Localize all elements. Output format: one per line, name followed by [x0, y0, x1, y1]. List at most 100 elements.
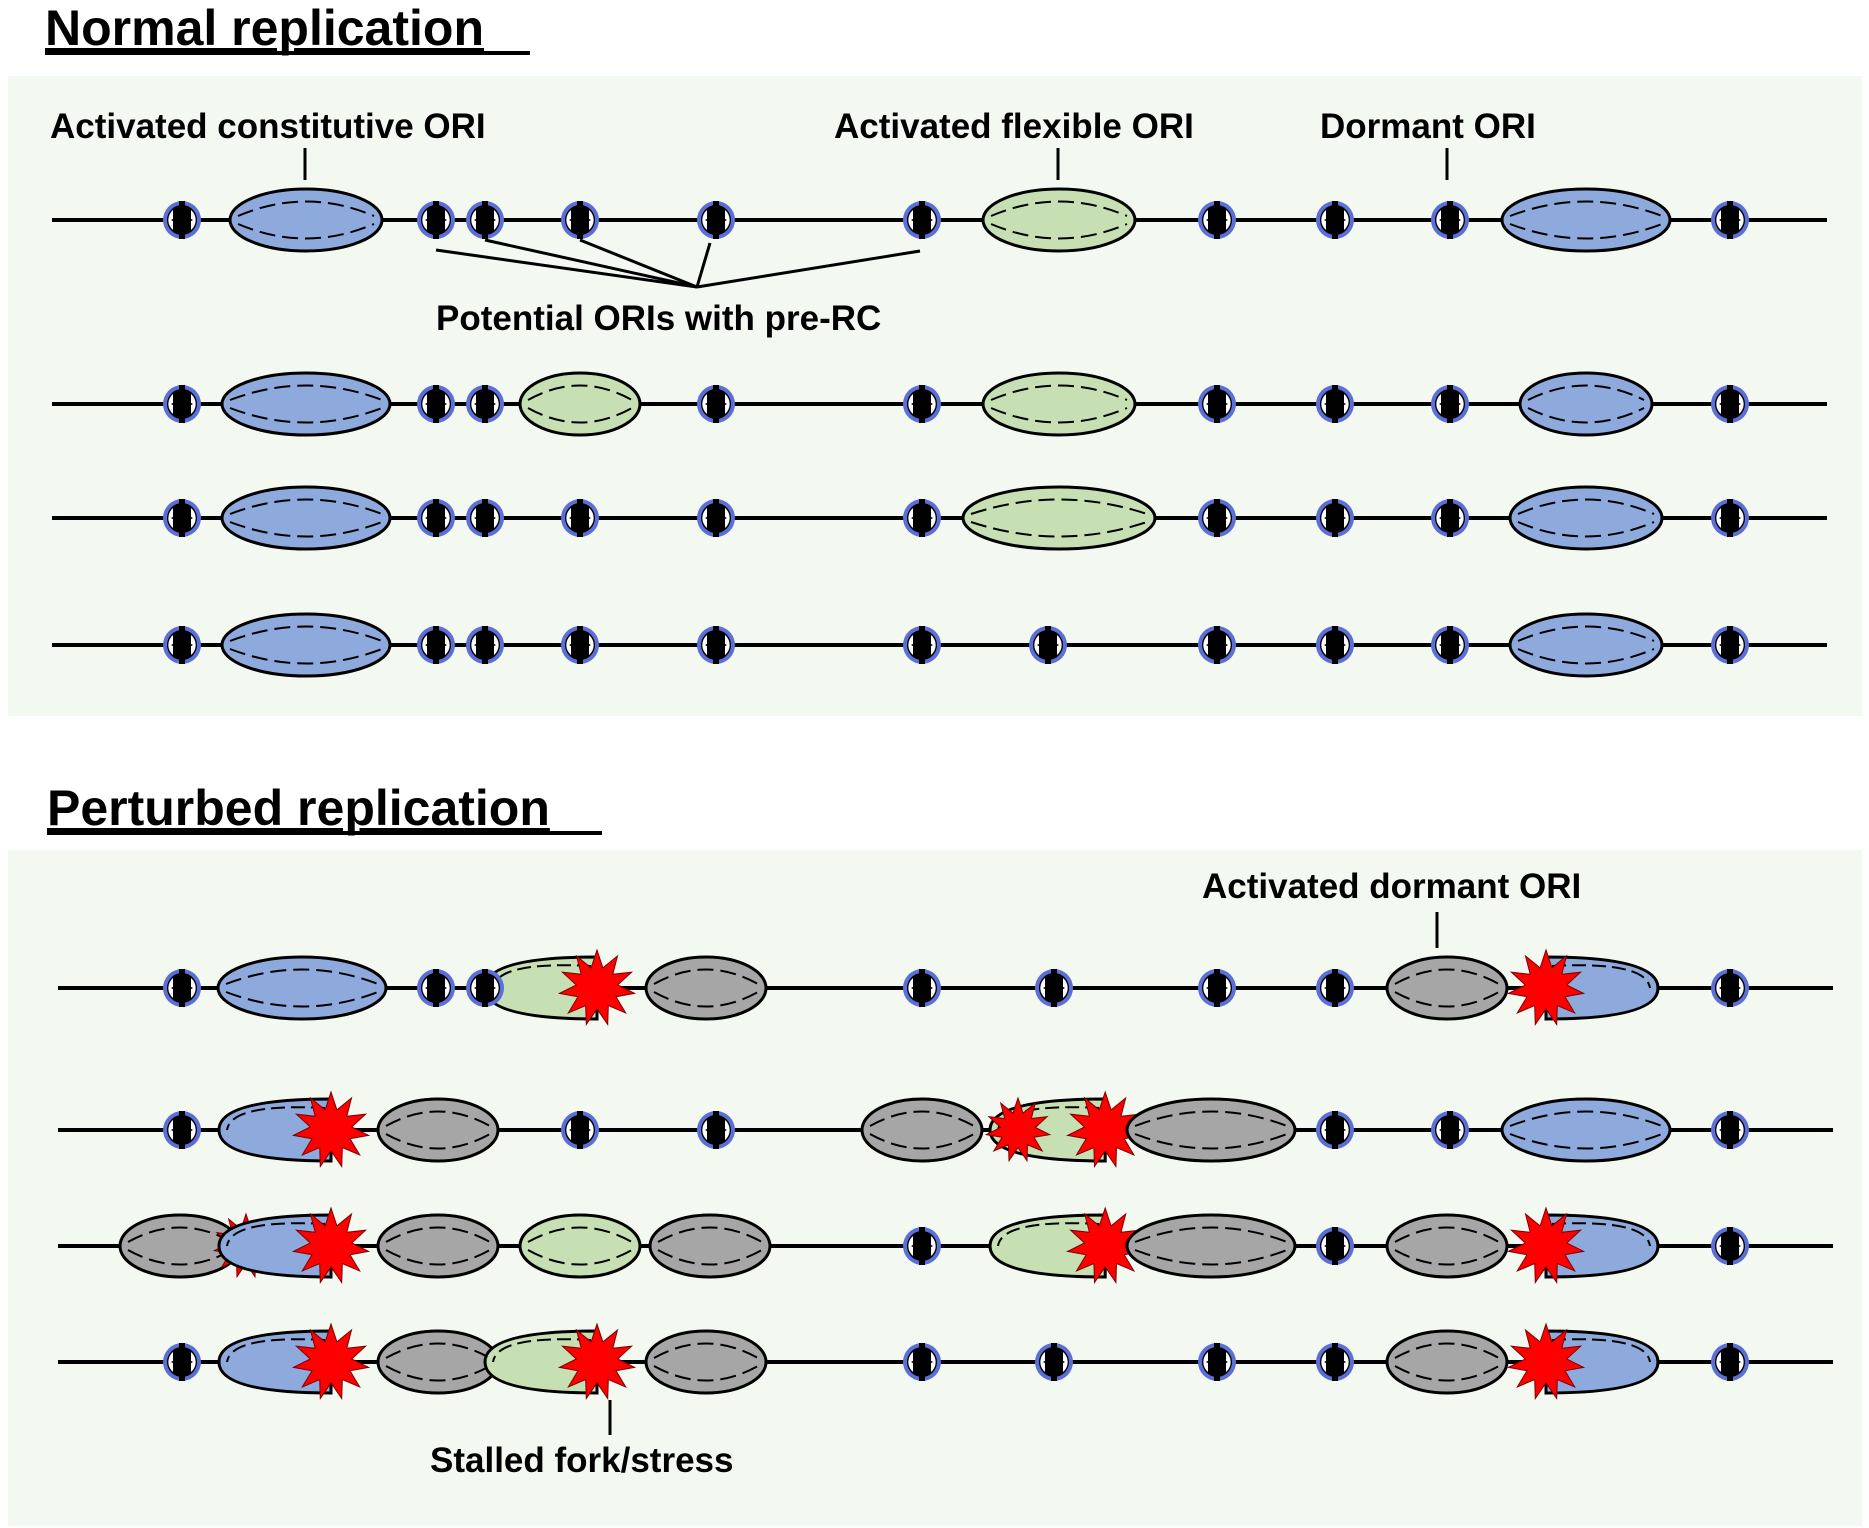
stalled-fork-icon [984, 1096, 1052, 1163]
activated-flexible-label: Activated flexible ORI [834, 107, 1194, 146]
pre-rc-icon [561, 201, 599, 239]
pre-rc-icon [1711, 1111, 1749, 1149]
activated-constitutive-label: Activated constitutive ORI [50, 107, 486, 146]
pre-rc-icon [163, 969, 201, 1007]
pre-rc-icon [1431, 1111, 1469, 1149]
stalled-fork-icon [1066, 1206, 1145, 1285]
pre-rc-icon [1198, 626, 1236, 664]
pre-rc-icon [466, 626, 504, 664]
pre-rc-icon [1316, 385, 1354, 423]
activated-dormant-label: Activated dormant ORI [1202, 867, 1581, 906]
pre-rc-icon [163, 1343, 201, 1381]
replication-bubble [518, 371, 642, 437]
stalled-fork-icon [557, 1322, 637, 1401]
dormant-label: Dormant ORI [1320, 107, 1536, 146]
pre-rc-icon [1431, 201, 1469, 239]
normal-title: Normal replication [45, 0, 484, 56]
pre-rc-icon [466, 201, 504, 239]
perturbed-panel [8, 850, 1862, 1526]
stalled-fork-icon [1066, 1090, 1145, 1169]
pre-rc-icon [903, 499, 941, 537]
replication-bubble [981, 187, 1137, 253]
pre-rc-icon [1316, 1227, 1354, 1265]
pre-rc-icon [1035, 969, 1073, 1007]
normal-title-underline [45, 51, 530, 55]
replication-bubble [1385, 1213, 1509, 1279]
pre-rc-icon [1029, 626, 1067, 664]
stalled-fork-icon [291, 1090, 371, 1169]
potential-oris-label: Potential ORIs with pre-RC [436, 299, 881, 338]
replication-bubble [648, 1213, 772, 1279]
pre-rc-icon [1711, 1227, 1749, 1265]
pre-rc-icon [417, 499, 455, 537]
pre-rc-icon [1316, 969, 1354, 1007]
replication-bubble [1518, 371, 1654, 437]
stalled-fork-icon [1506, 1206, 1586, 1285]
replication-bubble [1385, 955, 1509, 1021]
replication-bubble [376, 1329, 500, 1395]
pre-rc-icon [903, 1227, 941, 1265]
pre-rc-icon [1711, 385, 1749, 423]
pre-rc-icon [1316, 499, 1354, 537]
pre-rc-icon [1711, 201, 1749, 239]
stalled-fork-label: Stalled fork/stress [430, 1441, 733, 1480]
replication-bubble [961, 485, 1157, 551]
pre-rc-icon [163, 385, 201, 423]
stalled-fork-icon [291, 1206, 371, 1285]
pre-rc-icon [903, 969, 941, 1007]
pre-rc-icon [697, 499, 735, 537]
stalled-fork-icon [291, 1322, 371, 1401]
replication-bubble [860, 1097, 984, 1163]
dna-strands [52, 187, 1833, 1401]
pre-rc-icon [417, 969, 455, 1007]
pre-rc-icon [1198, 969, 1236, 1007]
pre-rc-icon [1431, 385, 1469, 423]
pre-rc-icon [466, 969, 504, 1007]
replication-bubble [1500, 1097, 1672, 1163]
pre-rc-icon [1431, 499, 1469, 537]
pre-rc-icon [1198, 1343, 1236, 1381]
pre-rc-icon [466, 499, 504, 537]
pre-rc-icon [697, 1111, 735, 1149]
pre-rc-icon [1711, 1343, 1749, 1381]
replication-bubble [1385, 1329, 1509, 1395]
pre-rc-icon [1198, 385, 1236, 423]
replication-bubble [518, 1213, 642, 1279]
pre-rc-icon [1316, 201, 1354, 239]
pre-rc-icon [163, 626, 201, 664]
replication-bubble [376, 1213, 500, 1279]
pre-rc-icon [417, 201, 455, 239]
replication-bubble [981, 371, 1137, 437]
pre-rc-icon [1316, 1343, 1354, 1381]
perturbed-title: Perturbed replication [47, 780, 550, 836]
pre-rc-icon [417, 385, 455, 423]
pre-rc-icon [561, 626, 599, 664]
pre-rc-icon [697, 385, 735, 423]
pre-rc-icon [903, 201, 941, 239]
stalled-fork-icon [1506, 1322, 1586, 1401]
pre-rc-icon [1711, 626, 1749, 664]
replication-bubble [1500, 187, 1672, 253]
pre-rc-icon [163, 1111, 201, 1149]
replication-bubble [228, 187, 384, 253]
pre-rc-icon [1198, 499, 1236, 537]
leader-lines [303, 148, 1449, 1435]
replication-bubble [1508, 485, 1664, 551]
perturbed-title-underline [47, 831, 602, 835]
pre-rc-icon [466, 385, 504, 423]
pre-rc-icon [1035, 1343, 1073, 1381]
pre-rc-icon [903, 385, 941, 423]
replication-bubble [1125, 1213, 1297, 1279]
replication-bubble [216, 955, 388, 1021]
replication-bubble [220, 612, 392, 678]
pre-rc-icon [417, 626, 455, 664]
pre-rc-icon [1316, 626, 1354, 664]
replication-bubble [1508, 612, 1664, 678]
pre-rc-icon [1431, 626, 1469, 664]
replication-bubble [644, 955, 768, 1021]
stalled-fork-icon [557, 948, 637, 1027]
pre-rc-icon [561, 499, 599, 537]
pre-rc-icon [1711, 969, 1749, 1007]
replication-bubble [220, 485, 392, 551]
pre-rc-icon [163, 201, 201, 239]
